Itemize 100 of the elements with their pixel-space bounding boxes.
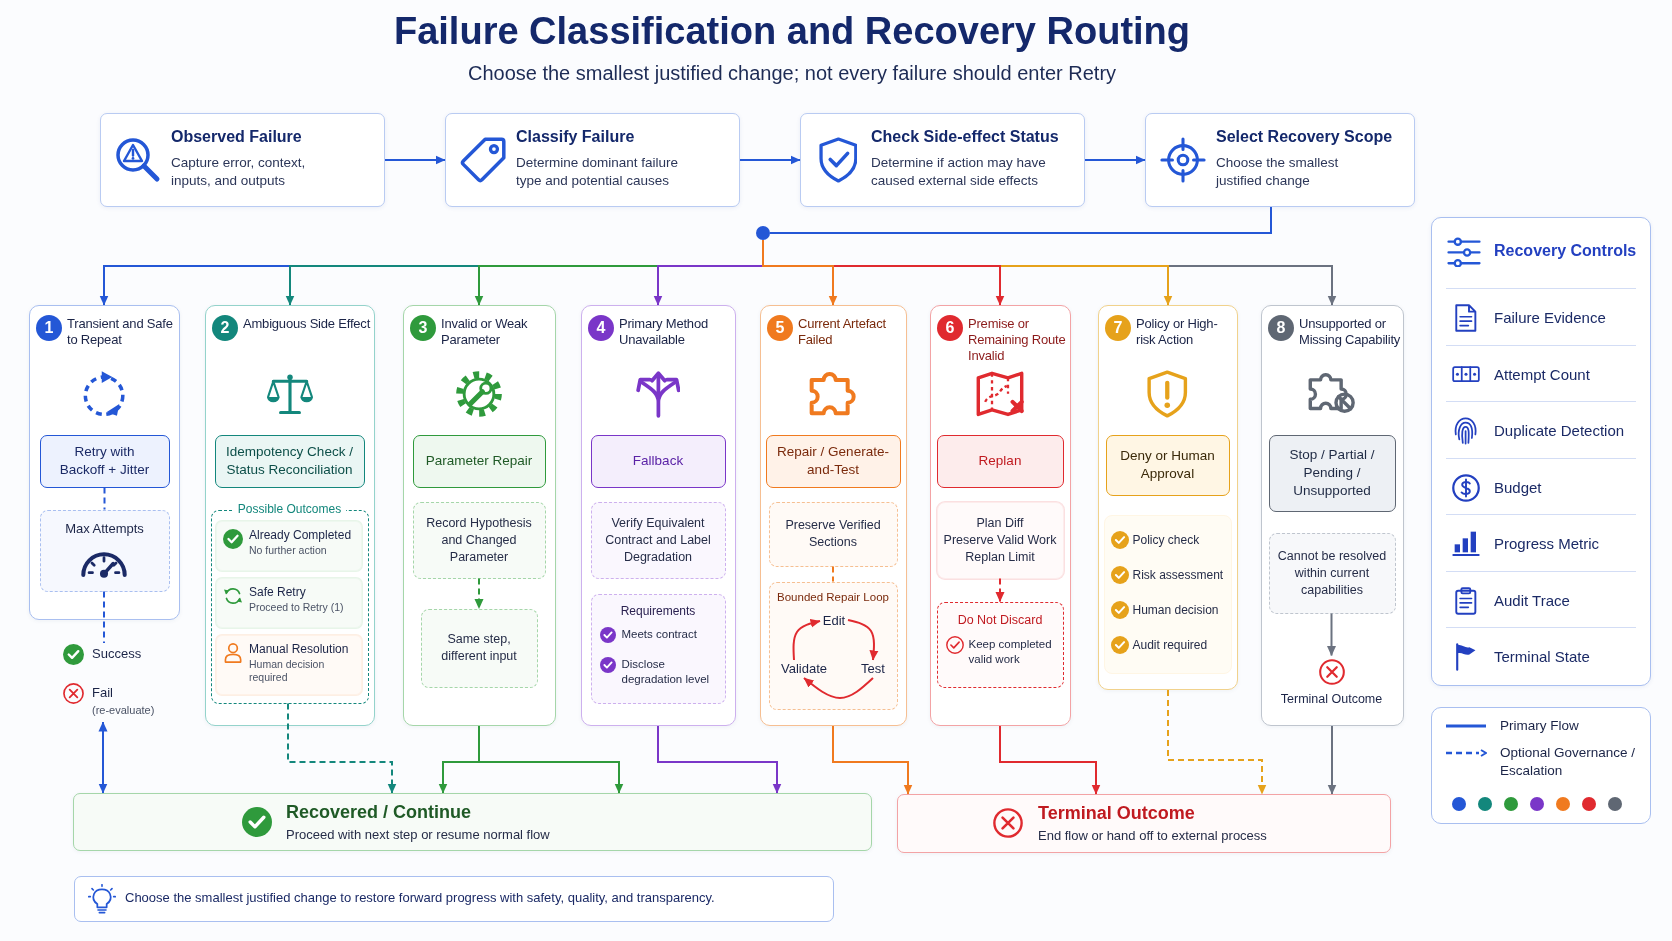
step-number: 7	[1105, 315, 1131, 341]
process-box	[800, 113, 1085, 207]
arrow	[384, 155, 446, 165]
category-card	[760, 305, 907, 726]
dashed-arrow	[995, 577, 1005, 603]
result-box	[73, 793, 872, 851]
action-label: Stop / Partial / Pending / Unsupported	[1288, 446, 1376, 500]
category-card	[403, 305, 556, 726]
action-label: Replan	[978, 452, 1022, 470]
loop-title: Bounded Repair Loop	[777, 590, 889, 603]
step-number: 4	[588, 315, 614, 341]
note-text: Choose the smallest justified change to restore forward progress with safety, quality, and transparency.	[125, 890, 715, 905]
category-title: Ambiguous Side Effect	[243, 316, 371, 332]
detail-heading: Requirements	[620, 603, 696, 618]
action-label: Fallback	[632, 452, 684, 470]
action-box	[39, 434, 170, 488]
junction-dot	[756, 226, 770, 240]
result-title: Terminal Outcome	[1038, 803, 1195, 824]
arrow	[739, 155, 801, 165]
limit-label: Max Attempts	[65, 520, 144, 536]
control-label: Audit Trace	[1494, 591, 1570, 610]
control-label: Progress Metric	[1494, 535, 1600, 553]
action-box	[765, 434, 901, 488]
outcome-item	[216, 578, 362, 628]
detail-text: Same step, different input	[440, 631, 518, 665]
category-title: Premise or Remaining Route Invalid	[968, 316, 1067, 364]
control-label: Failure Evidence	[1494, 309, 1606, 327]
step-title: Select Recovery Scope	[1216, 128, 1393, 146]
control-label: Terminal State	[1494, 648, 1590, 666]
action-label: Idempotency Check / Status Reconciliation	[225, 443, 354, 479]
category-card	[930, 305, 1071, 726]
loop-step: Edit	[820, 612, 848, 630]
step-number: 2	[212, 315, 238, 341]
step-number: 3	[410, 315, 436, 341]
checklist-item: Audit required	[1132, 636, 1208, 653]
category-title: Primary Method Unavailable	[619, 316, 709, 348]
subtitle: Choose the smallest justified change; not every failure should enter Retry	[467, 62, 1117, 85]
category-card	[581, 305, 736, 726]
connector-line	[832, 565, 834, 583]
result-description: Proceed with next step or resume normal flow	[286, 827, 550, 842]
action-box	[214, 434, 365, 488]
arrow	[999, 725, 1101, 795]
arrow	[1327, 725, 1337, 795]
category-title: Transient and Safe to Repeat	[67, 316, 174, 348]
detail-box	[420, 608, 538, 688]
control-label: Duplicate Detection	[1494, 422, 1625, 440]
detail-text: Replan Limit	[965, 548, 1035, 566]
step-number: 1	[36, 315, 62, 341]
outcome-title: Already Completed	[249, 528, 352, 543]
result-title: Recovered / Continue	[286, 802, 472, 823]
arrow	[762, 239, 838, 306]
step-title: Classify Failure	[516, 128, 635, 146]
action-box	[936, 434, 1064, 488]
action-box	[1105, 434, 1230, 496]
arrow	[847, 619, 879, 661]
loop-step: Validate	[779, 660, 829, 678]
detail-text: Preserve Valid Work	[943, 531, 1057, 549]
outcome-item	[216, 635, 362, 695]
detail-box	[412, 501, 546, 579]
detail-box	[936, 501, 1064, 579]
outcome-item	[216, 521, 362, 571]
checklist-item: Policy check	[1132, 531, 1200, 548]
category-card	[1098, 305, 1238, 690]
note-box	[74, 876, 834, 922]
step-title: Check Side-effect Status	[871, 128, 1059, 146]
loop-box	[768, 581, 898, 710]
outcome-title: Manual Resolution	[249, 642, 349, 657]
legend-label: Primary Flow	[1500, 717, 1579, 735]
category-card	[205, 305, 375, 726]
action-box	[590, 434, 726, 488]
arrow	[478, 725, 624, 794]
control-label: Budget	[1494, 478, 1542, 497]
detail-text: Plan Diff	[976, 514, 1024, 532]
requirement-text: Disclose degradation level	[621, 656, 711, 687]
status-note: (re-evaluate)	[92, 704, 155, 716]
arrow	[792, 618, 821, 661]
detail-heading: Do Not Discard	[957, 612, 1043, 627]
step-description: Determine dominant failure type and potential causes	[516, 154, 680, 190]
limit-box	[39, 509, 170, 592]
detail-text: Preserve Verified Sections	[784, 517, 882, 551]
arrow	[832, 725, 913, 795]
outcome-label: Terminal Outcome	[1280, 691, 1383, 706]
status-label: Success	[92, 646, 142, 661]
action-label: Repair / Generate-and-Test	[776, 443, 890, 479]
status-label: Fail	[92, 685, 113, 700]
dashed-arrow	[1167, 689, 1267, 795]
diagram-title: Failure Classification and Recovery Routing	[393, 10, 1191, 53]
checklist-box	[1103, 514, 1232, 674]
dashed-arrow	[474, 577, 484, 610]
arrow	[1084, 155, 1146, 165]
category-title: Unsupported or Missing Capability	[1299, 316, 1401, 348]
detail-box	[590, 501, 726, 579]
outcome-title: Safe Retry	[249, 585, 306, 600]
step-number: 8	[1268, 315, 1294, 341]
detail-box	[1268, 532, 1396, 614]
controls-panel	[1431, 217, 1651, 686]
process-box	[445, 113, 740, 207]
detail-text: Keep completed valid work	[968, 636, 1053, 667]
legend-label: Optional Governance / Escalation	[1500, 744, 1637, 780]
connector-line	[103, 590, 105, 644]
